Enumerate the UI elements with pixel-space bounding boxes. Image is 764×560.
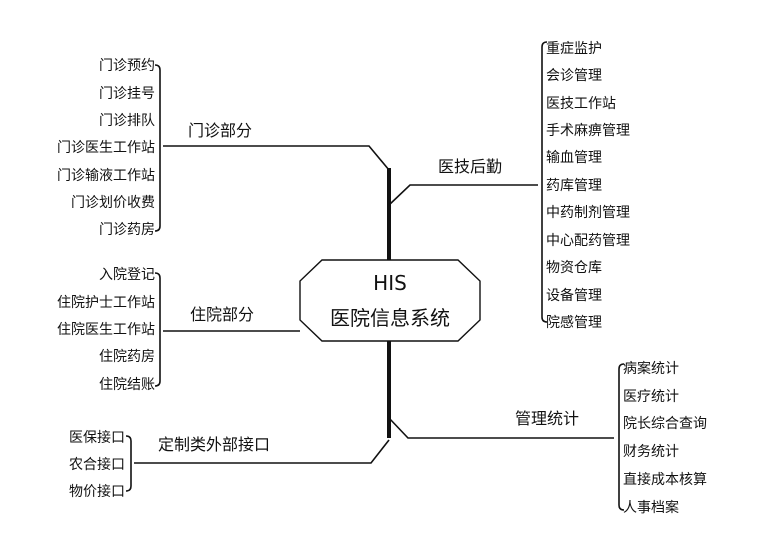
medtech-item: 医技工作站 <box>546 96 616 112</box>
medtech-item: 物资仓库 <box>546 260 602 276</box>
center-title: HIS <box>373 271 407 295</box>
medtech-item: 设备管理 <box>546 287 602 304</box>
outpatient-item: 门诊输液工作站 <box>57 168 155 184</box>
outpatient-item: 门诊药房 <box>99 222 155 238</box>
branch-medtech: 医技后勤 重症监护 会诊管理 医技工作站 手术麻痹管理 输血管理 药库管理 中药… <box>388 41 630 331</box>
branch-label-interface: 定制类外部接口 <box>158 435 270 454</box>
center-subtitle: 医院信息系统 <box>330 306 450 330</box>
management-item: 病案统计 <box>623 360 679 377</box>
outpatient-item: 门诊挂号 <box>99 86 155 102</box>
interface-item: 物价接口 <box>69 483 125 500</box>
bracket-management <box>618 363 625 511</box>
connector-interface <box>134 439 390 464</box>
bracket-inpatient <box>154 272 161 387</box>
center-node <box>299 259 481 342</box>
branch-label-medtech: 医技后勤 <box>438 157 502 176</box>
branch-outpatient: 门诊部分 门诊预约 门诊挂号 门诊排队 门诊医生工作站 门诊输液工作站 门诊划价… <box>57 58 390 238</box>
outpatient-item: 门诊预约 <box>99 58 155 74</box>
connector-outpatient <box>163 145 390 171</box>
outpatient-item: 门诊划价收费 <box>71 195 155 211</box>
management-item: 人事档案 <box>623 499 679 516</box>
inpatient-item: 住院医生工作站 <box>57 322 155 338</box>
branch-interface: 定制类外部接口 医保接口 农合接口 物价接口 <box>69 429 390 500</box>
branch-label-management: 管理统计 <box>515 409 579 428</box>
medtech-item: 中心配药管理 <box>546 233 630 249</box>
management-item: 院长综合查询 <box>623 416 707 432</box>
management-item: 医疗统计 <box>623 389 679 405</box>
medtech-item: 中药制剂管理 <box>546 205 630 221</box>
bracket-outpatient <box>154 64 161 232</box>
branch-label-outpatient: 门诊部分 <box>188 121 252 140</box>
medtech-item: 手术麻痹管理 <box>546 123 630 139</box>
inpatient-item: 住院护士工作站 <box>57 295 155 311</box>
medtech-item: 重症监护 <box>546 41 602 57</box>
bracket-medtech <box>541 41 548 323</box>
medtech-item: 会诊管理 <box>546 68 602 84</box>
interface-item: 农合接口 <box>69 456 125 473</box>
inpatient-item: 入院登记 <box>99 267 155 283</box>
management-item: 直接成本核算 <box>623 471 707 488</box>
inpatient-item: 住院结账 <box>99 377 155 393</box>
medtech-item: 院感管理 <box>546 314 602 331</box>
branch-inpatient: 住院部分 入院登记 住院护士工作站 住院医生工作站 住院药房 住院结账 <box>57 267 300 393</box>
bracket-interface <box>125 435 132 492</box>
inpatient-item: 住院药房 <box>99 349 155 365</box>
outpatient-item: 门诊医生工作站 <box>57 140 155 156</box>
connector-management <box>388 417 614 439</box>
connector-medtech <box>388 184 538 206</box>
interface-item: 医保接口 <box>69 429 125 446</box>
medtech-item: 输血管理 <box>546 150 602 166</box>
outpatient-item: 门诊排队 <box>99 113 155 129</box>
management-item: 财务统计 <box>623 444 679 460</box>
branch-label-inpatient: 住院部分 <box>190 305 254 324</box>
medtech-item: 药库管理 <box>546 178 602 194</box>
branch-management: 管理统计 病案统计 医疗统计 院长综合查询 财务统计 直接成本核算 人事档案 <box>388 360 707 516</box>
